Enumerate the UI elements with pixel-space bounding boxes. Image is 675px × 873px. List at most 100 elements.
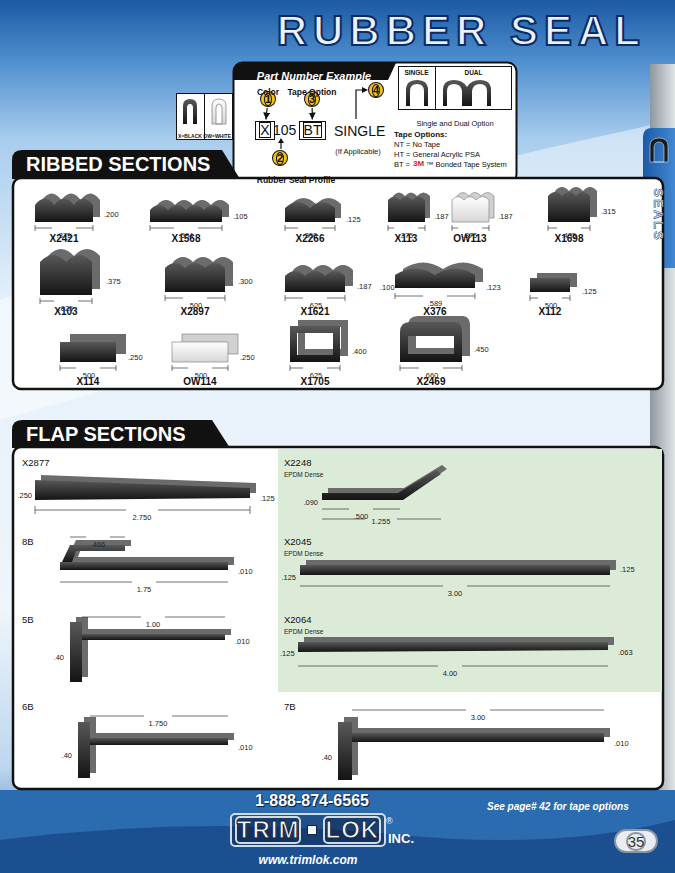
material-note: EPDM Dense [284, 471, 323, 478]
part-number: 5B [22, 615, 34, 625]
section-heading: FLAP SECTIONS [26, 423, 186, 445]
callout-number: 2 [272, 150, 288, 166]
section-heading: RIBBED SECTIONS [26, 153, 210, 175]
product-cell: X2064EPDM Dense.125.0634.00 [278, 605, 662, 692]
tab-label: SEALS [651, 188, 665, 241]
dimension: 1.00 [146, 621, 161, 629]
section-tab: SEALS [643, 128, 675, 268]
callout-number: 4 [368, 82, 384, 98]
list-item: BT = [394, 161, 410, 169]
section-panel: RIBBED SECTIONSX2421.375.200X1568.594.10… [12, 150, 664, 390]
option-cell: DUAL [464, 68, 482, 77]
dimension: .500 [354, 513, 369, 521]
dimension: .625 [308, 372, 323, 380]
product-cell: X1698.435.315 [538, 180, 662, 245]
code-box: BT [303, 122, 323, 138]
code-text: 105 [273, 123, 296, 138]
company-logo: TRIMLOK [230, 813, 386, 847]
phone-number: 1-888-874-6565 [255, 792, 369, 810]
dimension: .105 [233, 213, 248, 221]
dimension: .010 [238, 568, 253, 576]
callout-number: 4 [372, 84, 380, 97]
dimension: .40 [54, 654, 64, 662]
dimension: .010 [238, 744, 253, 752]
dimension: .375 [57, 232, 72, 240]
callout-number: 2 [276, 152, 284, 165]
product-cell: X113OW113.375.187.375.187 [378, 180, 538, 245]
web-address: www.trimlok.com [259, 854, 358, 867]
dimension-lines [35, 225, 610, 716]
dimension: .40 [62, 752, 72, 760]
dimension: 2.750 [133, 514, 152, 522]
note: (If Applicable) [335, 148, 380, 156]
product-cell: 8B.466.0101.75 [14, 527, 278, 605]
dimension: .187 [357, 283, 372, 291]
dimension: .625 [308, 302, 323, 310]
product-cell: X2469.660.450 [378, 318, 510, 388]
dimension: .375 [463, 232, 478, 240]
product-cell: 5B 1.00 .40 .010 [14, 605, 278, 692]
dimension: .250 [128, 354, 143, 362]
dimension: .500 [543, 302, 558, 310]
dimension: .125 [582, 288, 597, 296]
dimension: 3.00 [471, 714, 486, 722]
option-cell: SINGLE [404, 68, 428, 77]
dimension: .400 [352, 348, 367, 356]
page-number: 35 [626, 832, 647, 851]
dimension: .466 [91, 541, 106, 549]
product-cell: X2877.250.1252.750 [14, 449, 278, 527]
footnote: See page# 42 for tape options [487, 801, 629, 812]
product-cell: X2421.375.200 [14, 180, 135, 245]
dimension: .010 [614, 740, 629, 748]
product-cell: X2897.500.300 [145, 245, 260, 318]
callout-arrow [266, 108, 267, 120]
callout-arrow [312, 108, 313, 120]
dimension: .375 [106, 278, 121, 286]
dimension: 1.750 [149, 720, 168, 728]
product-cell: X114OW114.500.250.500.250 [14, 318, 260, 388]
seal-profiles [35, 187, 616, 780]
dimension: .625 [59, 305, 74, 313]
product-cell: X2248EPDM Dense.090.5001.255 [278, 449, 662, 527]
dimension: .125 [281, 574, 296, 582]
code-box: X [255, 121, 274, 140]
product-cell: X103.625.375 [14, 245, 145, 318]
material-note: EPDM Dense [284, 550, 323, 557]
part-number: 8B [22, 537, 34, 547]
code-box: X [259, 122, 270, 138]
dimension: .500 [193, 372, 208, 380]
product-cell: X112.500.125 [510, 245, 662, 318]
field-label: Tape Option [288, 88, 337, 97]
color-key-box: X=BLACKOW=WHITE [176, 93, 233, 140]
dimension: .125 [260, 495, 275, 503]
product-cell: X1568.594.105 [135, 180, 258, 245]
field-label: Color [257, 88, 279, 97]
part-number: 7B [284, 702, 296, 712]
dimension: 1.255 [372, 518, 391, 526]
dimension: .187 [434, 213, 449, 221]
product-cell: X2045EPDM Dense.125.1253.00 [278, 527, 662, 605]
section-panel: FLAP SECTIONSX2877.250.1252.750X2248EPDM… [12, 420, 664, 790]
note: Single and Dual Option [416, 120, 493, 128]
part-number: X2877 [22, 458, 49, 468]
code-box: BT [299, 121, 327, 140]
dimension: .010 [235, 638, 250, 646]
dimension: .063 [618, 649, 633, 657]
product-cell: X376.589.100.123 [378, 245, 510, 318]
dimension: .594 [179, 232, 194, 240]
product-cell: X2266.350.125 [258, 180, 378, 245]
part-number: X2064 [284, 615, 311, 625]
material-note: EPDM Dense [284, 628, 323, 635]
color-key: OW=WHITE [203, 134, 231, 140]
brand-mark: 3M [413, 160, 424, 169]
dimension: .350 [303, 232, 318, 240]
dimension: .300 [238, 278, 253, 286]
dimension: .435 [562, 232, 577, 240]
list-heading: Tape Options: [394, 131, 447, 140]
company-suffix: INC. [388, 832, 414, 846]
dimension: .100 [380, 284, 395, 292]
dimension: .660 [424, 372, 439, 380]
logo-dot [307, 825, 317, 835]
